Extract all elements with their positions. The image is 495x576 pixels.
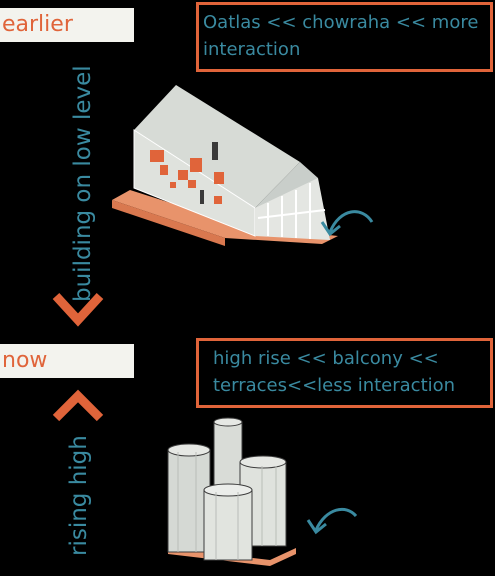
low-rise-house-illustration [112,85,338,246]
arrow-pointer-earlier [328,210,374,233]
high-rise-illustration [167,417,296,566]
chevron-up-icon [52,389,104,422]
now-callout-line1: high rise << balcony << [213,348,439,369]
earlier-label: earlier [0,8,134,42]
arrow-pointer-now [314,507,358,531]
now-label-text: now [2,348,48,373]
now-callout: high rise << balcony << terraces<<less i… [196,338,493,408]
earlier-label-text: earlier [2,12,73,37]
earlier-callout-line1: Oatlas << chowraha << more [203,12,479,33]
earlier-callout: Oatlas << chowraha << more interaction [196,2,493,72]
now-label: now [0,344,134,378]
earlier-callout-line2: interaction [203,39,301,60]
chevron-down-icon [52,292,104,327]
now-callout-line2: terraces<<less interaction [213,375,456,396]
